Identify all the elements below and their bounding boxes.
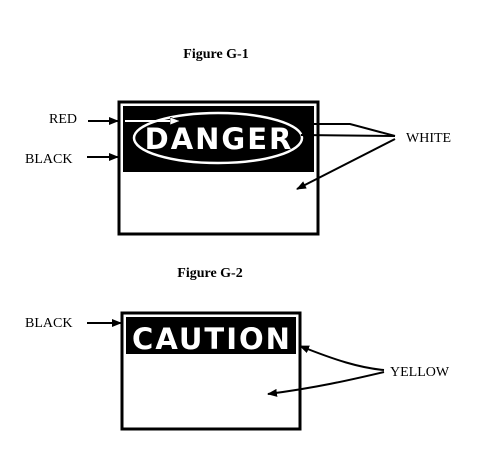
figure-g2-caption: Figure G-2 (177, 266, 242, 281)
arrow-yellow-bottom (267, 371, 385, 397)
arrow-yellow-top (299, 345, 385, 371)
caution-sign-header (126, 317, 296, 354)
arrow-white-top-inner (295, 117, 315, 125)
figure-g2: Figure G-2 CAUTION BLACK YELLOW (25, 266, 450, 431)
caution-sign-word: CAUTION (132, 322, 292, 356)
label-red: RED (49, 112, 77, 127)
label-black-2: BLACK (25, 316, 72, 331)
danger-sign-header (123, 106, 314, 172)
arrow-white-top (314, 123, 396, 137)
figure-g1: Figure G-1 DANGER RED BLACK WHITE (25, 47, 451, 236)
label-yellow: YELLOW (390, 365, 450, 380)
danger-sign-word: DANGER (145, 122, 294, 156)
label-white: WHITE (406, 131, 451, 146)
arrow-white-bottom (296, 138, 396, 190)
label-black-1: BLACK (25, 152, 72, 167)
arrow-white-mid (300, 131, 396, 140)
figure-g1-caption: Figure G-1 (183, 47, 248, 62)
